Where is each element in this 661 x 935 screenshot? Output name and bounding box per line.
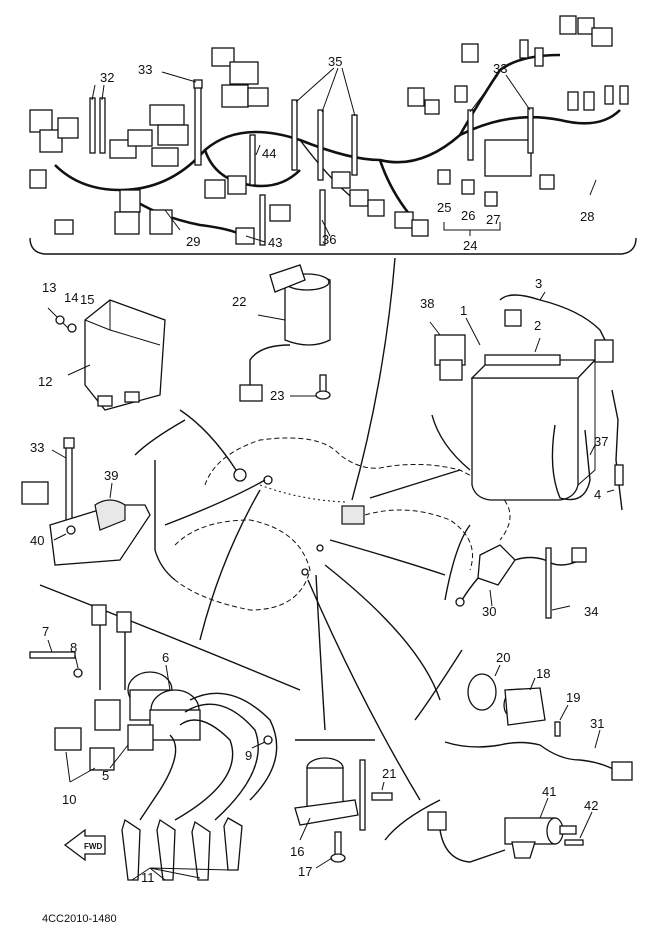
- callout-21: 21: [382, 766, 396, 781]
- speed-sensor: [444, 664, 633, 781]
- main-switch: [239, 264, 331, 402]
- callout-16: 16: [290, 844, 304, 859]
- callout-27: 27: [486, 212, 500, 227]
- callout-22: 22: [232, 294, 246, 309]
- wire-harness-group: [29, 15, 637, 255]
- callout-29: 29: [186, 234, 200, 249]
- callout-17: 17: [298, 864, 312, 879]
- callout-26: 26: [461, 208, 475, 223]
- motorcycle-outline: [174, 437, 511, 611]
- callout-18: 18: [536, 666, 550, 681]
- callout-4: 4: [594, 487, 601, 502]
- callout-23: 23: [270, 388, 284, 403]
- callout-15: 15: [80, 292, 94, 307]
- callout-35: 35: [328, 54, 342, 69]
- callout-10: 10: [62, 792, 76, 807]
- callout-33-right: 33: [493, 61, 507, 76]
- starter-relay: [427, 797, 593, 863]
- callout-13: 13: [42, 280, 56, 295]
- callout-34: 34: [584, 604, 598, 619]
- callout-20: 20: [496, 650, 510, 665]
- leader-lines: [39, 257, 471, 841]
- callout-44: 44: [262, 146, 276, 161]
- callout-43: 43: [268, 235, 282, 250]
- callout-9: 9: [245, 748, 252, 763]
- callout-24: 24: [463, 238, 477, 253]
- callout-33-mid: 33: [30, 440, 44, 455]
- fwd-arrow-label: FWD: [84, 842, 102, 851]
- callout-37: 37: [594, 434, 608, 449]
- callout-3: 3: [535, 276, 542, 291]
- callout-labels: 32 33 35 33 44 25 26 27 24 28 29 43 36 1…: [30, 54, 608, 925]
- callout-32: 32: [100, 70, 114, 85]
- callout-1: 1: [460, 303, 467, 318]
- callout-33-top: 33: [138, 62, 152, 77]
- callout-12: 12: [38, 374, 52, 389]
- callout-6: 6: [162, 650, 169, 665]
- callout-28: 28: [580, 209, 594, 224]
- battery: [429, 291, 624, 511]
- callout-11: 11: [141, 870, 155, 885]
- callout-30: 30: [482, 604, 496, 619]
- callout-19: 19: [566, 690, 580, 705]
- callout-14: 14: [64, 290, 78, 305]
- catalog-code: 4CC2010-1480: [42, 913, 117, 925]
- callout-41: 41: [542, 784, 556, 799]
- callout-5: 5: [102, 768, 109, 783]
- callout-8: 8: [70, 640, 77, 655]
- callout-25: 25: [437, 200, 451, 215]
- callout-39: 39: [104, 468, 118, 483]
- callout-36: 36: [322, 232, 336, 247]
- callout-2: 2: [534, 318, 541, 333]
- neutral-switch: [294, 757, 393, 869]
- callout-40: 40: [30, 533, 44, 548]
- ignitor-unit: [47, 299, 166, 411]
- sidestand-switch: [455, 544, 587, 619]
- callout-42: 42: [584, 798, 598, 813]
- callout-7: 7: [42, 624, 49, 639]
- sensor-bracket: [21, 437, 151, 566]
- callout-38: 38: [420, 296, 434, 311]
- callout-31: 31: [590, 716, 604, 731]
- ignition-coils: [29, 604, 278, 881]
